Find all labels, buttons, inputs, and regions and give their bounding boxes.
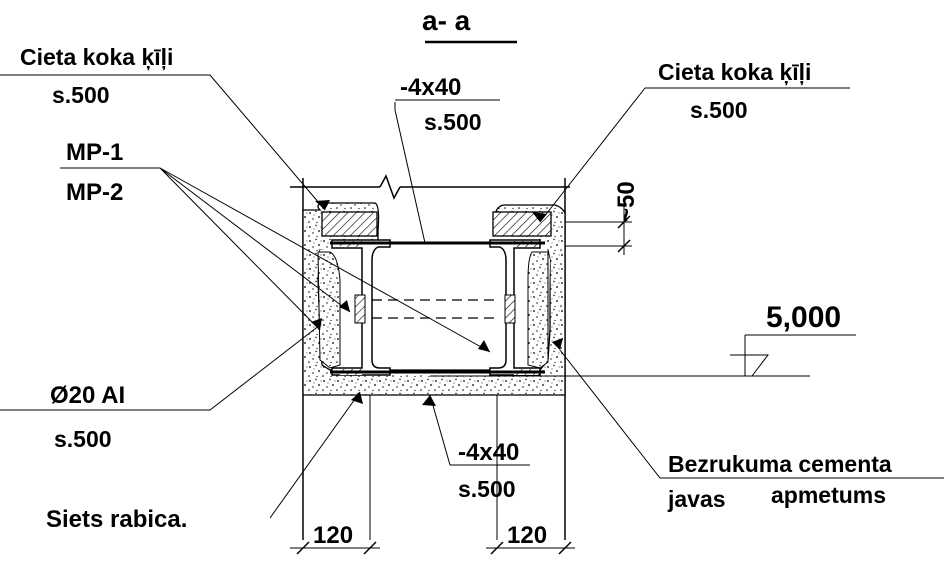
level-text: 5,000 [766, 301, 841, 334]
leader-lines [0, 74, 944, 519]
dim-left-text: 120 [313, 522, 353, 549]
mesh-label: Siets rabica. [46, 506, 187, 533]
wood-wedges-left-label: Cieta koka ķīļi [20, 44, 173, 70]
section-title: a- a [422, 5, 471, 36]
mp2-label: MP-2 [66, 179, 123, 206]
wood-wedges-left-spacing: s.500 [52, 82, 110, 108]
bottom-dimensions [290, 541, 575, 555]
bar-label: Ø20 AI [50, 382, 125, 409]
gap-dimension [565, 205, 632, 255]
dashed-bar [354, 294, 516, 324]
top-plate-label: -4x40 [400, 74, 461, 101]
top-plate-spacing: s.500 [424, 109, 482, 135]
bottom-plate-label: -4x40 [458, 439, 519, 466]
wood-wedge-left [321, 211, 378, 237]
plaster-label-line2a: javas [667, 486, 726, 512]
mp1-label: MP-1 [66, 139, 123, 166]
bottom-plate-spacing: s.500 [458, 476, 516, 502]
gap-dimension-text: ~50 [613, 181, 640, 222]
plaster-label-line2b: apmetums [771, 482, 886, 508]
bar-spacing: s.500 [54, 426, 112, 452]
dim-right-text: 120 [507, 522, 547, 549]
plaster-label-line1: Bezrukuma cementa [668, 451, 892, 477]
arrowheads [311, 200, 563, 406]
wood-wedges-right-spacing: s.500 [690, 97, 748, 123]
level-mark [430, 334, 856, 377]
wood-wedges-right-label: Cieta koka ķīļi [658, 59, 811, 85]
